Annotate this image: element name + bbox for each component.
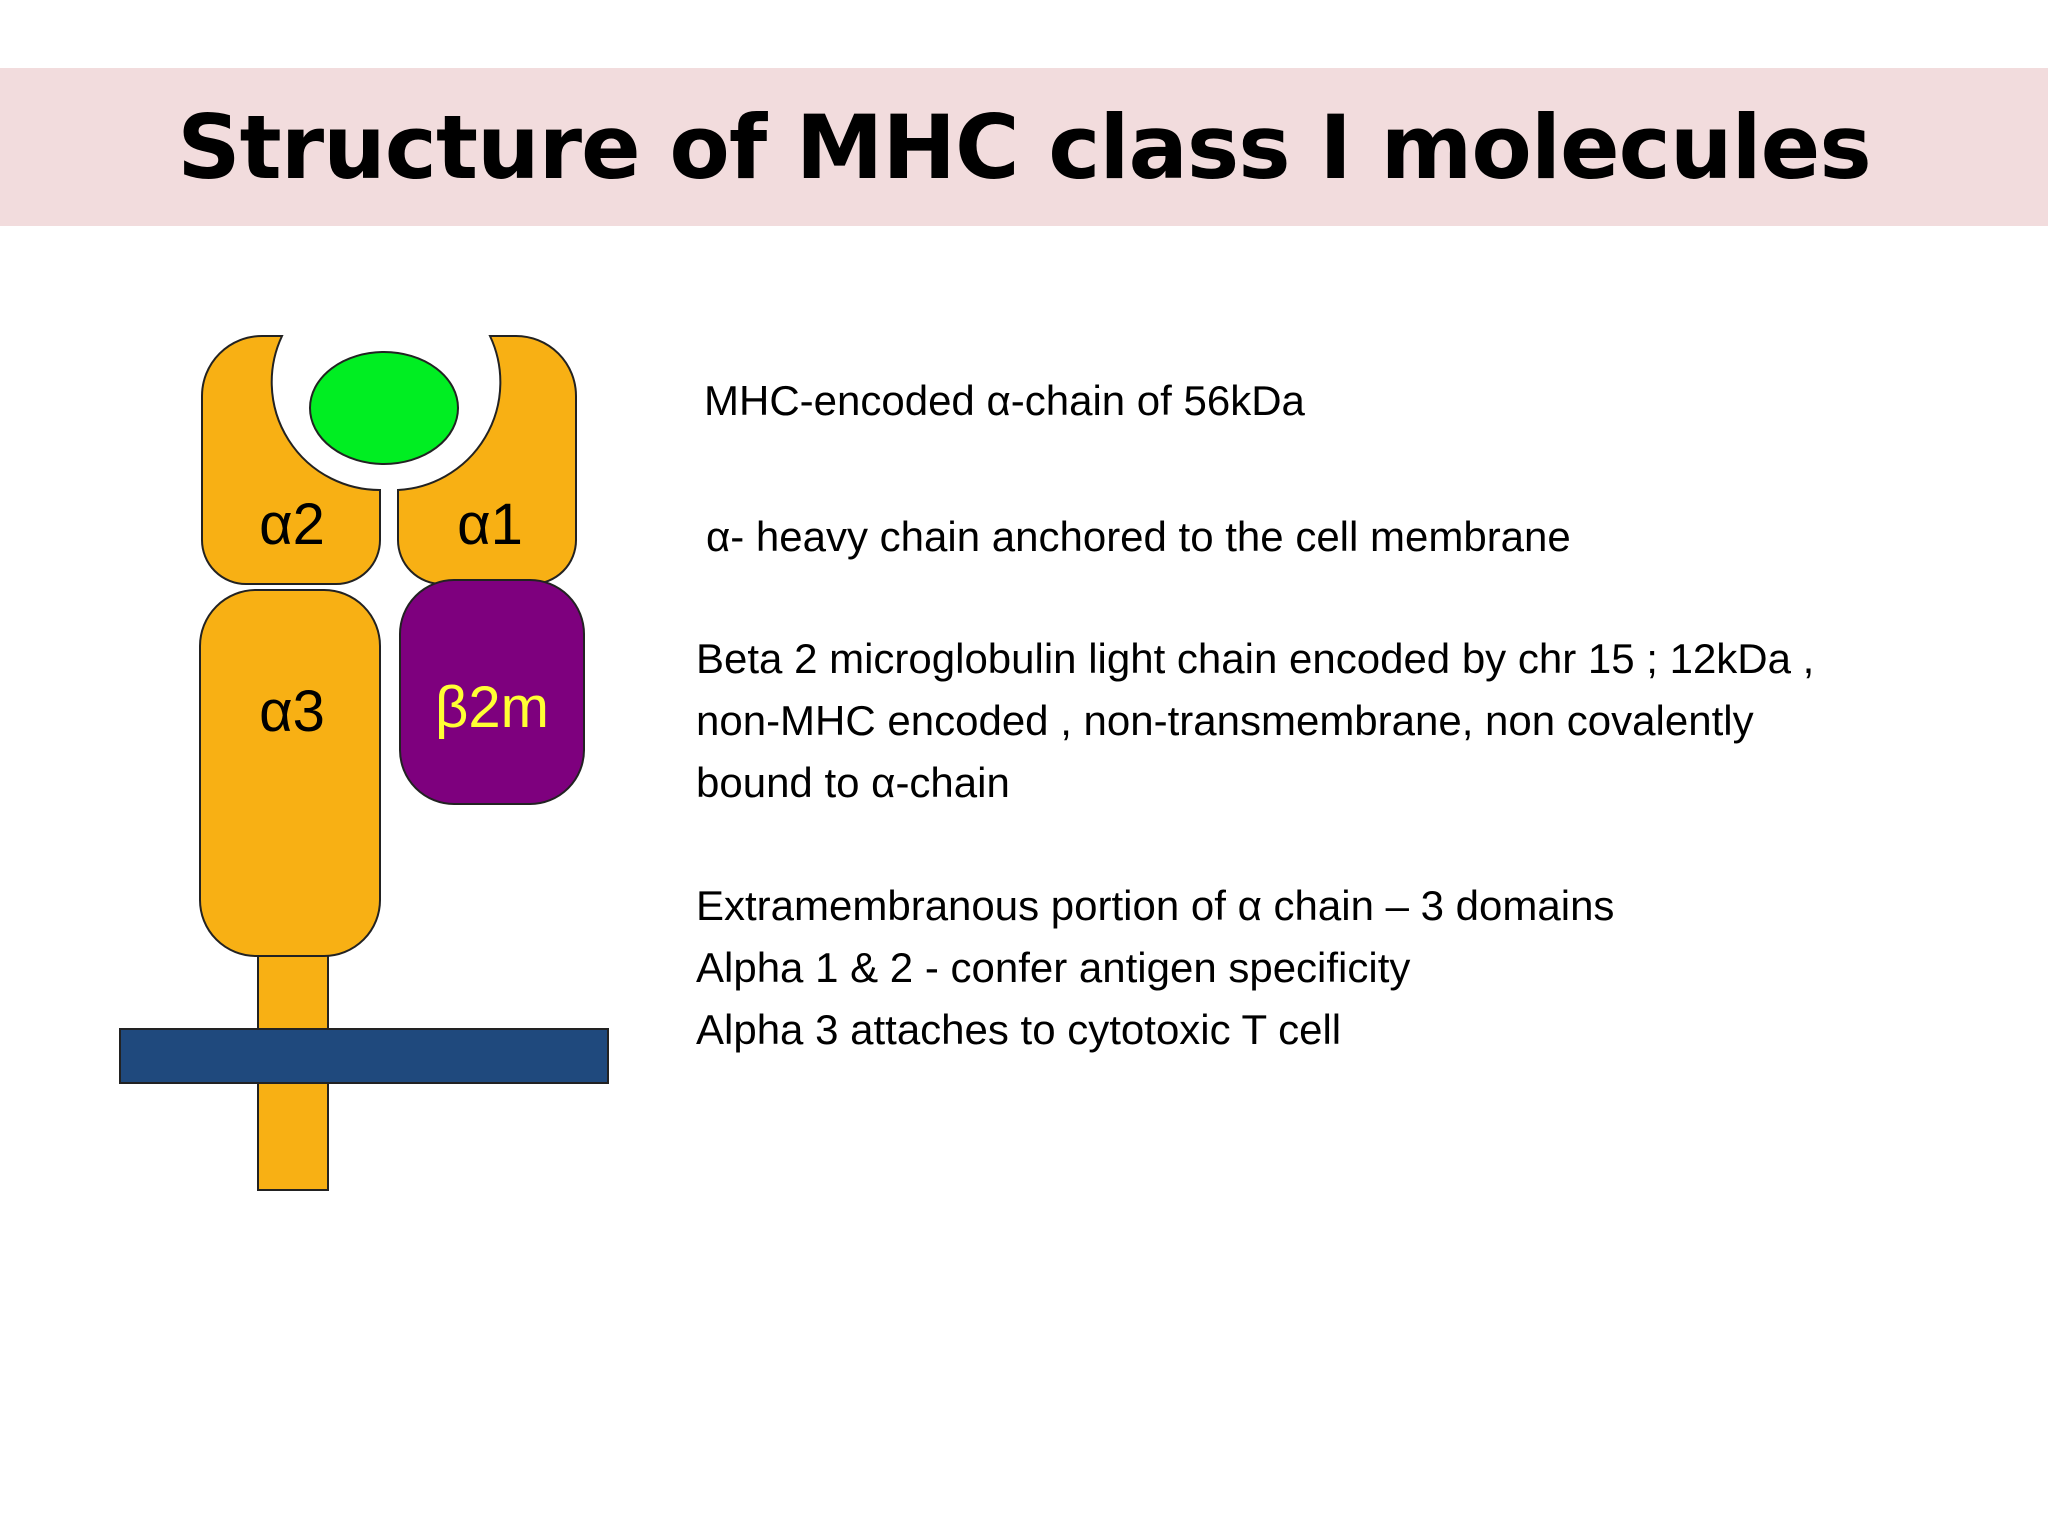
beta2m-domain — [399, 579, 585, 805]
bullet-line: Beta 2 microglobulin light chain encoded… — [696, 635, 1815, 682]
bullet-heavy-chain: α- heavy chain anchored to the cell memb… — [706, 506, 2006, 568]
peptide — [309, 351, 459, 465]
bullet-line: Alpha 1 & 2 - confer antigen specificity — [696, 944, 1411, 991]
cell-membrane — [119, 1028, 609, 1084]
title-band: Structure of MHC class I molecules — [0, 68, 2048, 226]
slide-title: Structure of MHC class I molecules — [177, 95, 1871, 199]
beta2m-label: β2m — [435, 675, 549, 740]
bullet-line: Extramembranous portion of α chain – 3 d… — [696, 882, 1615, 929]
bullet-domains: Extramembranous portion of α chain – 3 d… — [696, 875, 1996, 1061]
bullet-line: non-MHC encoded , non-transmembrane, non… — [696, 697, 1754, 744]
bullet-line: bound to α-chain — [696, 759, 1010, 806]
alpha3-label: α3 — [259, 679, 325, 744]
bullet-line: Alpha 3 attaches to cytotoxic T cell — [696, 1006, 1342, 1053]
bullet-alpha-chain: MHC-encoded α-chain of 56kDa — [704, 370, 2004, 432]
bullet-beta2-microglobulin: Beta 2 microglobulin light chain encoded… — [696, 628, 1996, 814]
alpha1-label: α1 — [457, 492, 523, 557]
alpha3-domain — [199, 589, 381, 957]
alpha2-label: α2 — [259, 492, 325, 557]
alpha2-domain — [201, 335, 381, 585]
alpha1-domain — [397, 335, 577, 585]
bullet-line: MHC-encoded α-chain of 56kDa — [704, 377, 1305, 424]
bullet-line: α- heavy chain anchored to the cell memb… — [706, 513, 1571, 560]
